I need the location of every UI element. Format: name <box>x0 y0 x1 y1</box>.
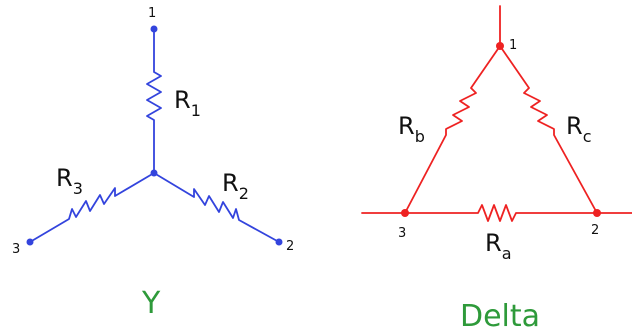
wye-r1-label: R1 <box>174 86 201 120</box>
wye-branch-2-wire <box>153 172 280 243</box>
wye-node-3-label: 3 <box>12 242 20 257</box>
wye-r3-label: R3 <box>56 164 83 198</box>
delta-node-2-label: 2 <box>591 223 599 238</box>
wye-network: 1 2 3 R1 R2 R3 Y <box>12 6 294 321</box>
delta-ra-label: Ra <box>485 229 512 263</box>
delta-caption: Delta <box>460 299 540 334</box>
delta-rb-label: Rb <box>398 112 425 146</box>
delta-node-1-label: 1 <box>509 38 517 53</box>
delta-node-1 <box>496 42 504 50</box>
delta-node-2 <box>593 209 601 217</box>
wye-branch-3-wire <box>29 172 155 243</box>
wye-node-3 <box>26 238 34 246</box>
wye-branch-1-wire <box>146 28 162 174</box>
delta-left-wire <box>404 45 501 214</box>
wye-node-1-label: 1 <box>148 6 156 21</box>
delta-right-wire <box>499 45 598 214</box>
wye-node-1 <box>150 25 158 33</box>
wye-node-2 <box>275 238 283 246</box>
delta-node-3 <box>401 209 409 217</box>
delta-rc-label: Rc <box>566 112 591 146</box>
wye-center-node <box>150 169 158 177</box>
delta-bottom-wire <box>404 204 598 222</box>
wye-caption: Y <box>141 286 161 321</box>
delta-node-3-label: 3 <box>398 226 406 241</box>
delta-network: 1 2 3 Ra Rb Rc Delta <box>361 5 632 334</box>
wye-node-2-label: 2 <box>286 239 294 254</box>
wye-r2-label: R2 <box>222 169 249 203</box>
